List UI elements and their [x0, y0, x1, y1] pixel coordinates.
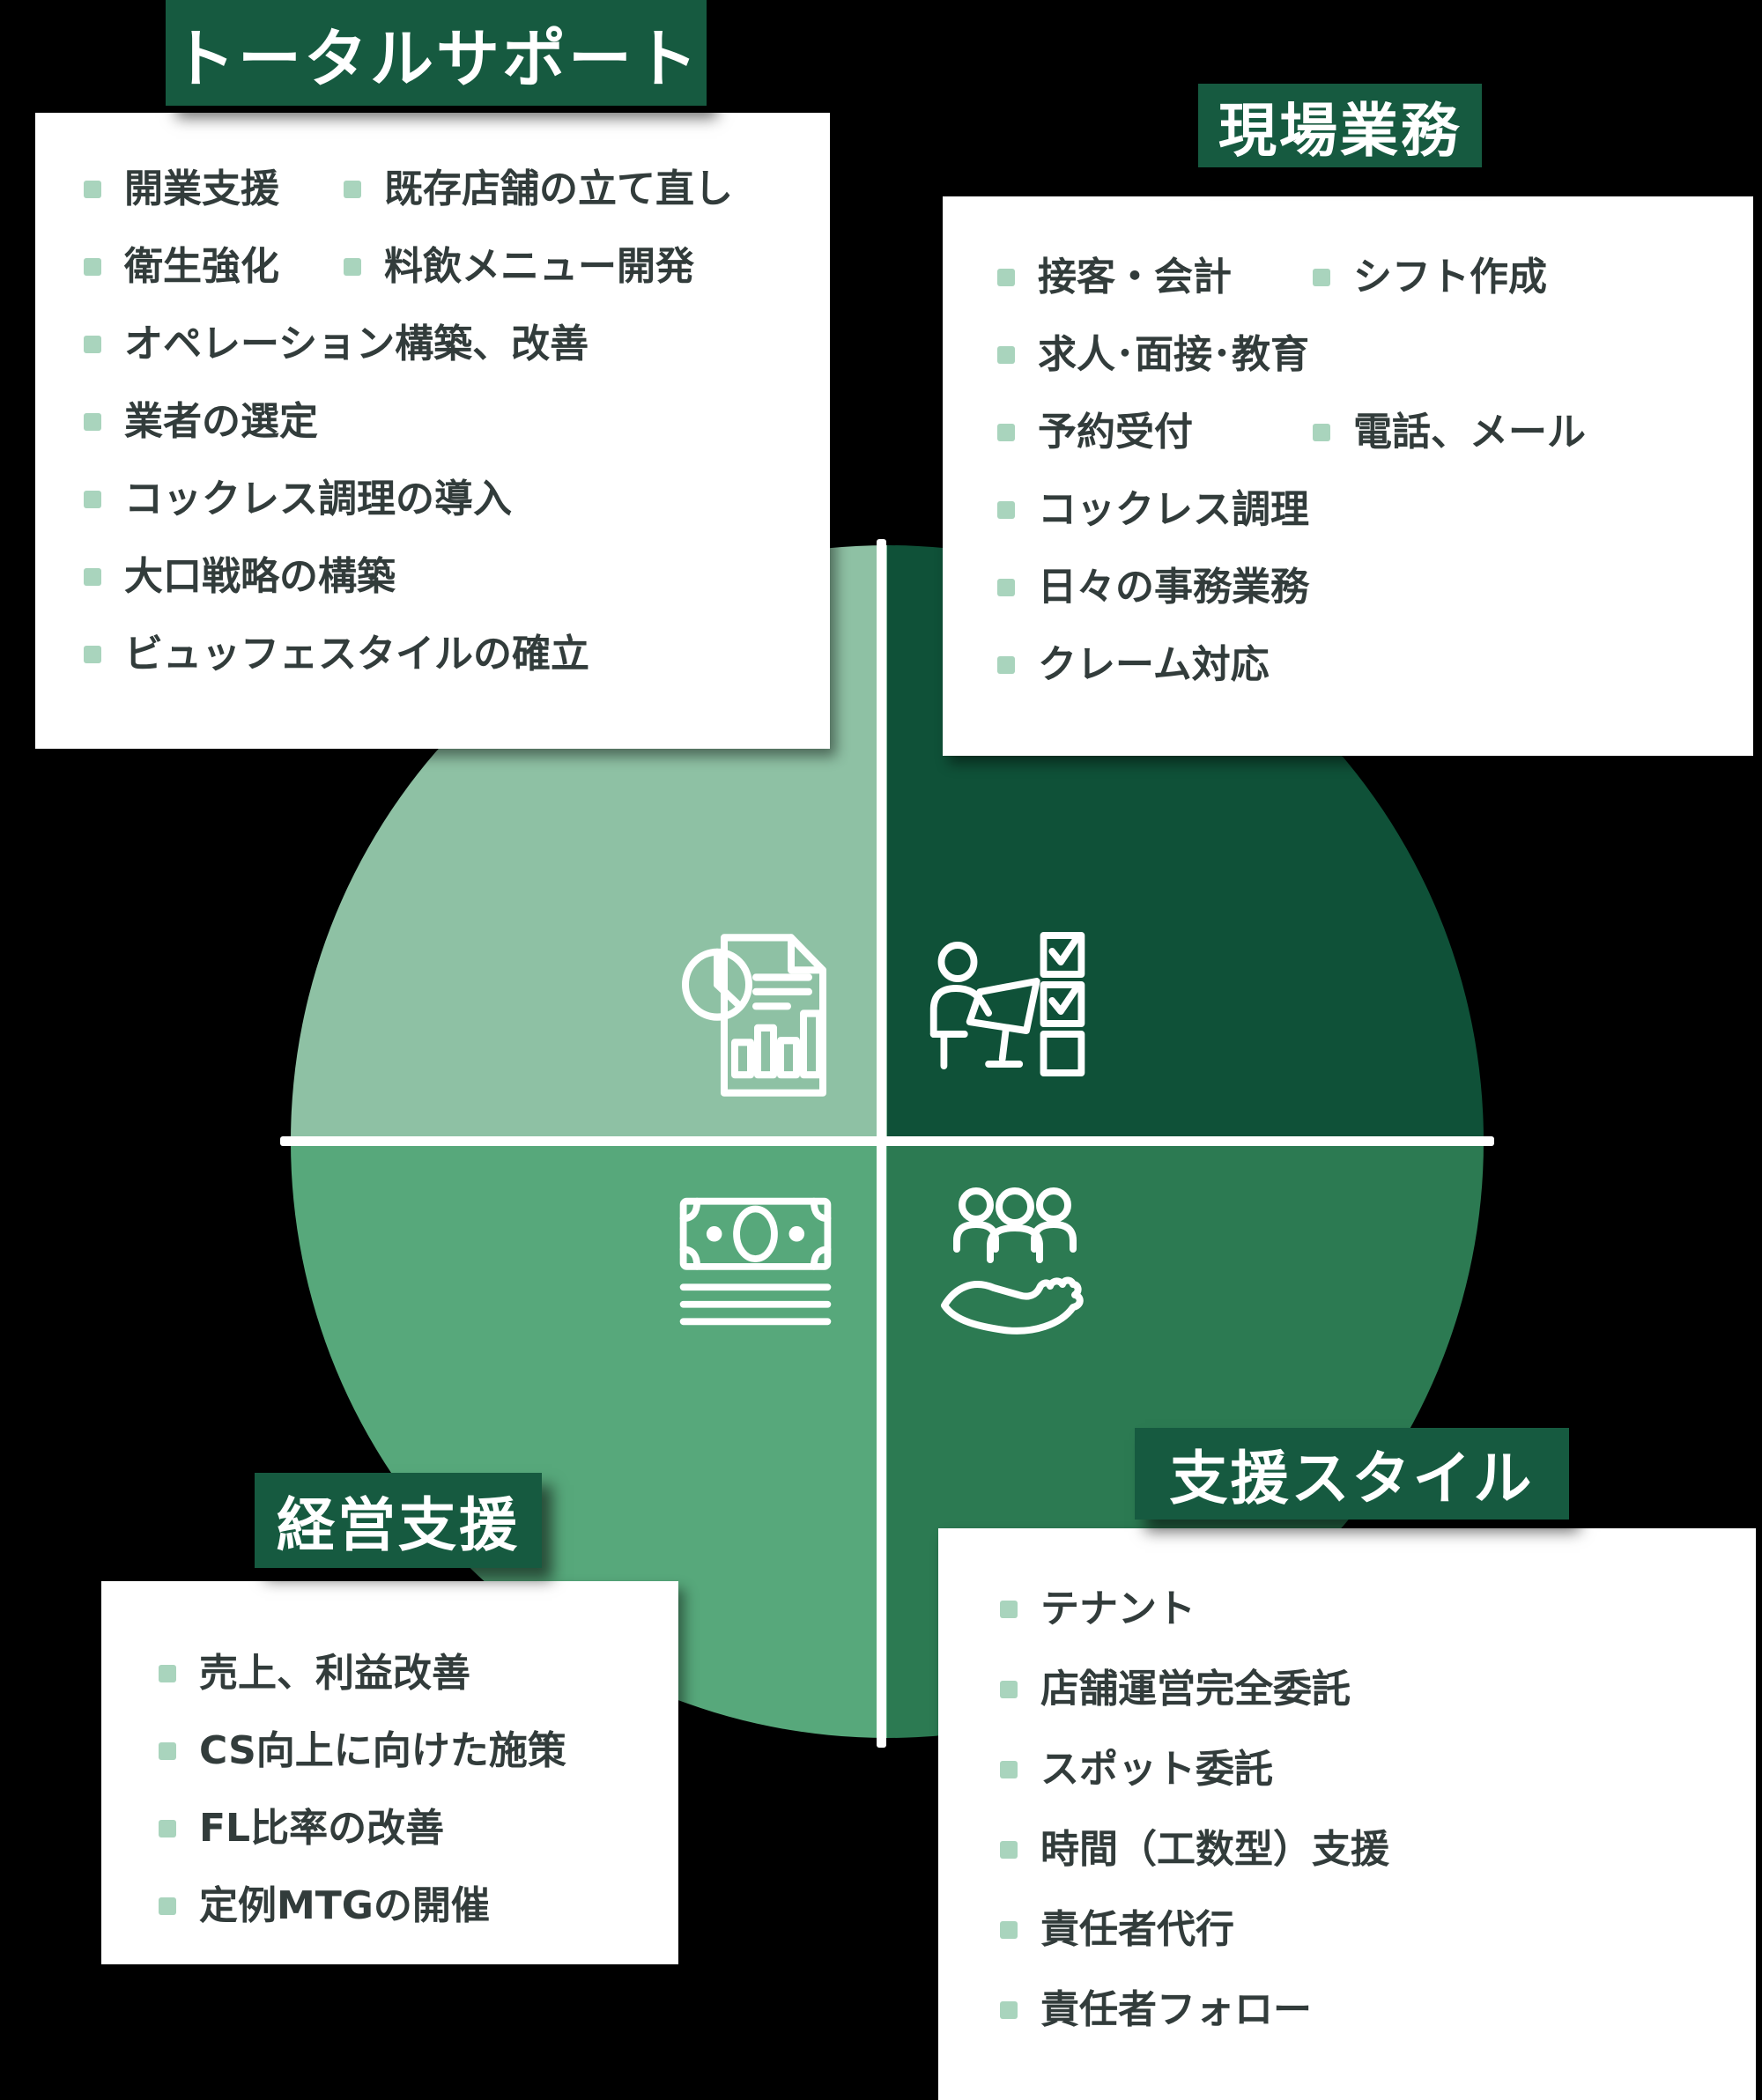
bullet-icon	[159, 1742, 176, 1760]
bullet-icon	[84, 181, 101, 198]
list-item: 求人･面接･教育	[943, 316, 1753, 394]
bullet-icon	[159, 1820, 176, 1838]
list-item: FL比率の改善	[101, 1790, 678, 1867]
panel-total-support: 開業支援 既存店舗の立て直し 衛生強化 料飲メニュー開発 オペレーション構築、改…	[35, 113, 830, 749]
list-item: 衛生強化 料飲メニュー開発	[35, 228, 830, 306]
bullet-icon	[344, 181, 361, 198]
section-title-field-work: 現場業務	[1198, 84, 1482, 167]
bullet-icon	[344, 258, 361, 276]
list-item: テナント	[938, 1569, 1756, 1649]
bullet-icon	[84, 258, 101, 276]
bullet-icon	[159, 1665, 176, 1682]
bullet-icon	[997, 346, 1015, 364]
bullet-icon	[997, 501, 1015, 519]
list-item: 責任者フォロー	[938, 1970, 1756, 2050]
person-checklist-icon	[923, 925, 1095, 1101]
bullet-icon	[84, 646, 101, 663]
bullet-icon	[84, 336, 101, 353]
divider-horizontal	[280, 1136, 1494, 1146]
list-item: オペレーション構築、改善	[35, 306, 830, 383]
bullet-icon	[84, 491, 101, 508]
list-item: コックレス調理	[943, 471, 1753, 549]
panel-support-style: テナント 店舗運営完全委託 スポット委託 時間（工数型）支援 責任者代行 責任者…	[938, 1528, 1756, 2100]
list-item: 大口戦略の構築	[35, 538, 830, 616]
list-item: 予約受付 電話、メール	[943, 394, 1753, 471]
list-item: コックレス調理の導入	[35, 461, 830, 538]
bullet-icon	[1313, 424, 1330, 441]
list-item: 日々の事務業務	[943, 549, 1753, 626]
section-title-total-support: トータルサポート	[166, 0, 707, 106]
panel-management-support: 売上、利益改善 CS向上に向けた施策 FL比率の改善 定例MTGの開催	[101, 1581, 678, 1964]
bullet-icon	[997, 656, 1015, 674]
bullet-icon	[84, 568, 101, 586]
list-item: 時間（工数型）支援	[938, 1809, 1756, 1889]
people-support-icon	[927, 1182, 1103, 1349]
list-item: 店舗運営完全委託	[938, 1649, 1756, 1729]
bullet-icon	[1313, 269, 1330, 286]
panel-field-work: 接客・会計 シフト作成 求人･面接･教育 予約受付 電話、メール コックレス調理…	[943, 196, 1753, 756]
section-title-support-style: 支援スタイル	[1135, 1428, 1569, 1520]
list-item: 責任者代行	[938, 1889, 1756, 1970]
bullet-icon	[159, 1897, 176, 1915]
bullet-icon	[1000, 1840, 1018, 1859]
list-item: クレーム対応	[943, 626, 1753, 704]
bullet-icon	[1000, 1920, 1018, 1939]
list-item: スポット委託	[938, 1729, 1756, 1809]
list-item: 開業支援 既存店舗の立て直し	[35, 151, 830, 228]
banknote-icon	[670, 1191, 841, 1332]
list-item: CS向上に向けた施策	[101, 1712, 678, 1790]
section-title-management-support: 経営支援	[255, 1473, 542, 1568]
bullet-icon	[84, 413, 101, 431]
report-chart-icon	[671, 923, 839, 1104]
list-item: 接客・会計 シフト作成	[943, 239, 1753, 316]
bullet-icon	[1000, 1760, 1018, 1778]
bullet-icon	[997, 424, 1015, 441]
bullet-icon	[997, 269, 1015, 286]
bullet-icon	[1000, 1600, 1018, 1618]
list-item: ビュッフェスタイルの確立	[35, 616, 830, 693]
bullet-icon	[997, 579, 1015, 596]
list-item: 業者の選定	[35, 383, 830, 461]
bullet-icon	[1000, 1680, 1018, 1698]
bullet-icon	[1000, 2000, 1018, 2019]
list-item: 売上、利益改善	[101, 1635, 678, 1712]
list-item: 定例MTGの開催	[101, 1867, 678, 1945]
